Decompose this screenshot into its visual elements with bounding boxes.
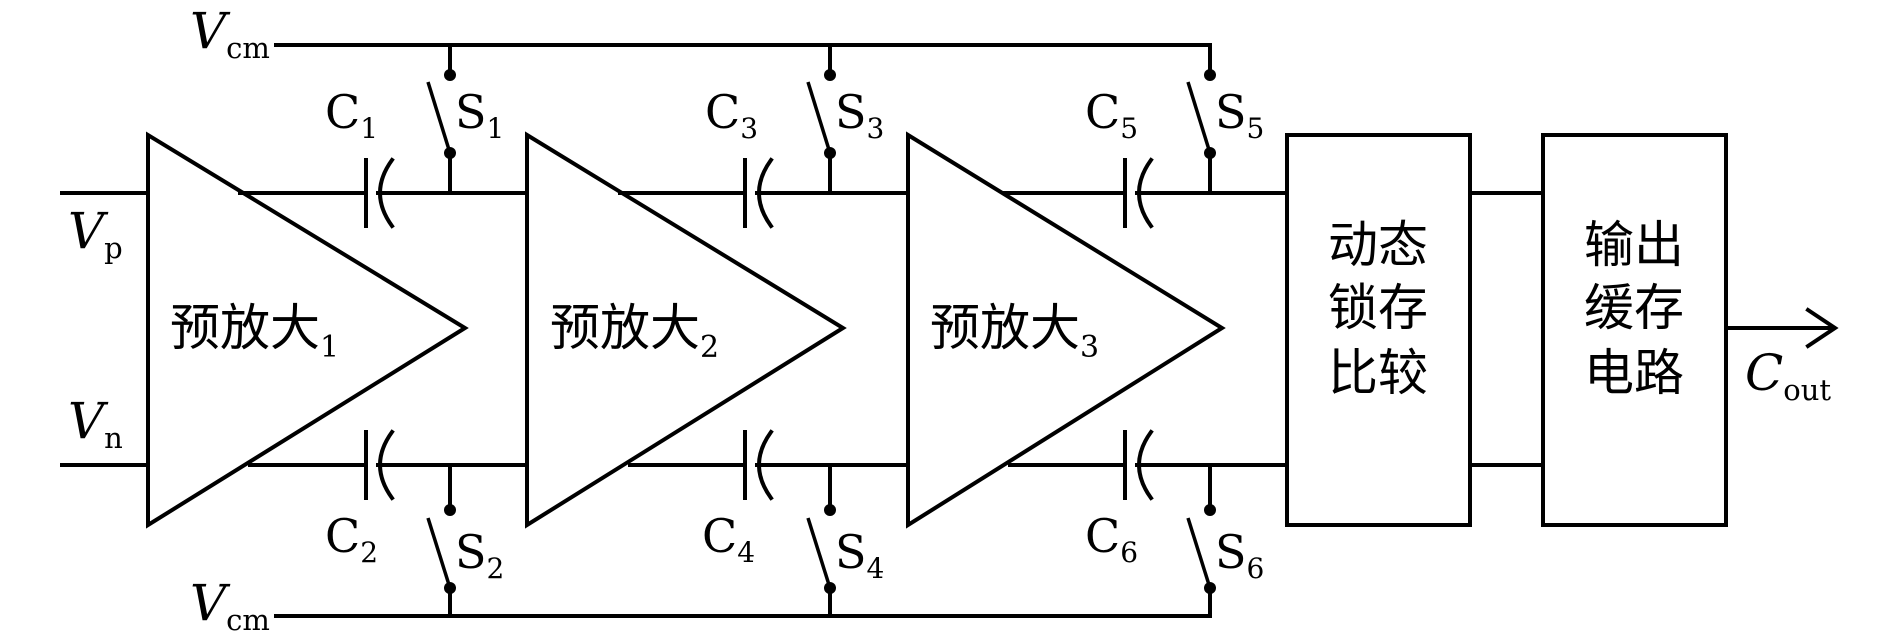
c5-subscript: 5 [1120,112,1138,145]
svg-text:C5: C5 [1085,85,1138,145]
svg-text:Cout: Cout [1745,344,1831,407]
preamp-3-triangle [906,131,1226,529]
output-arrow-icon [1805,307,1839,349]
c2-subscript: 2 [360,536,378,569]
c4-label: C [702,509,737,563]
preamp-2-subscript: 2 [700,330,719,365]
svg-text:S2: S2 [455,525,504,585]
latch-line-3: 比较 [1328,344,1428,402]
c1-label: C [325,85,360,139]
svg-text:C1: C1 [325,85,378,145]
s3-subscript: 3 [867,112,885,145]
latch-line-2: 锁存 [1328,279,1428,337]
vcm-bottom-subscript: cm [226,603,270,637]
svg-text:预放大3: 预放大3 [930,299,1099,365]
vcm-top-subscript: cm [226,31,270,65]
svg-text:预放大2: 预放大2 [550,299,719,365]
c5-label: C [1085,85,1120,139]
vn-symbol: V [68,392,109,450]
preamp-2-triangle [525,131,847,529]
s5-subscript: 5 [1247,112,1265,145]
preamp-1-subscript: 1 [320,330,339,365]
capacitor-c5-symbol [1123,157,1154,229]
preamp-3-label: 预放大 [930,299,1080,357]
capacitor-c3-symbol [743,157,774,229]
switch-s3-symbol [806,43,836,195]
preamp-2-label: 预放大 [550,299,700,357]
svg-text:预放大1: 预放大1 [170,299,339,365]
s5-label: S [1215,85,1247,139]
svg-text:S4: S4 [835,525,884,585]
switch-s1-symbol [426,43,456,195]
vcm-top-symbol: V [190,2,231,60]
svg-text:S5: S5 [1215,85,1264,145]
preamp-3-subscript: 3 [1080,330,1099,365]
s1-label: S [455,85,487,139]
svg-text:Vp: Vp [68,202,123,265]
vp-symbol: V [68,202,109,260]
c1-subscript: 1 [360,112,378,145]
svg-text:Vcm: Vcm [190,2,270,65]
c4-subscript: 4 [737,536,755,569]
svg-text:C3: C3 [705,85,758,145]
svg-text:Vn: Vn [68,392,123,455]
s4-label: S [835,525,867,579]
buffer-line-2: 缓存 [1584,279,1684,337]
c2-label: C [325,509,360,563]
s6-label: S [1215,525,1247,579]
c6-label: C [1085,509,1120,563]
s6-subscript: 6 [1247,552,1265,585]
switch-s2-symbol [426,463,456,618]
s4-subscript: 4 [867,552,885,585]
switch-s4-symbol [806,463,836,618]
capacitor-c4-symbol [743,429,774,501]
svg-text:C4: C4 [702,509,755,569]
capacitor-c1-symbol [364,157,395,229]
c3-subscript: 3 [740,112,758,145]
svg-text:C2: C2 [325,509,378,569]
capacitor-c2-symbol [364,429,395,501]
s3-label: S [835,85,867,139]
capacitor-c6-symbol [1123,429,1154,501]
svg-text:S3: S3 [835,85,884,145]
cout-subscript: out [1783,373,1831,407]
preamp-1-triangle [146,131,469,529]
svg-text:S1: S1 [455,85,504,145]
switch-s6-symbol [1186,463,1216,618]
switch-s5-symbol [1186,43,1216,195]
preamp-1-label: 预放大 [170,299,320,357]
svg-text:Vcm: Vcm [190,574,270,637]
svg-text:S6: S6 [1215,525,1264,585]
vcm-bottom-symbol: V [190,574,231,632]
c3-label: C [705,85,740,139]
s1-subscript: 1 [487,112,505,145]
cout-symbol: C [1745,344,1783,402]
dynamic-latch-comparator-block [1285,133,1472,527]
buffer-line-1: 输出 [1584,216,1684,274]
c6-subscript: 6 [1120,536,1138,569]
s2-subscript: 2 [487,552,505,585]
s2-label: S [455,525,487,579]
vn-subscript: n [104,421,123,455]
svg-text:C6: C6 [1085,509,1138,569]
buffer-line-3: 电路 [1584,344,1684,402]
vp-subscript: p [104,231,123,265]
latch-line-1: 动态 [1328,216,1428,274]
